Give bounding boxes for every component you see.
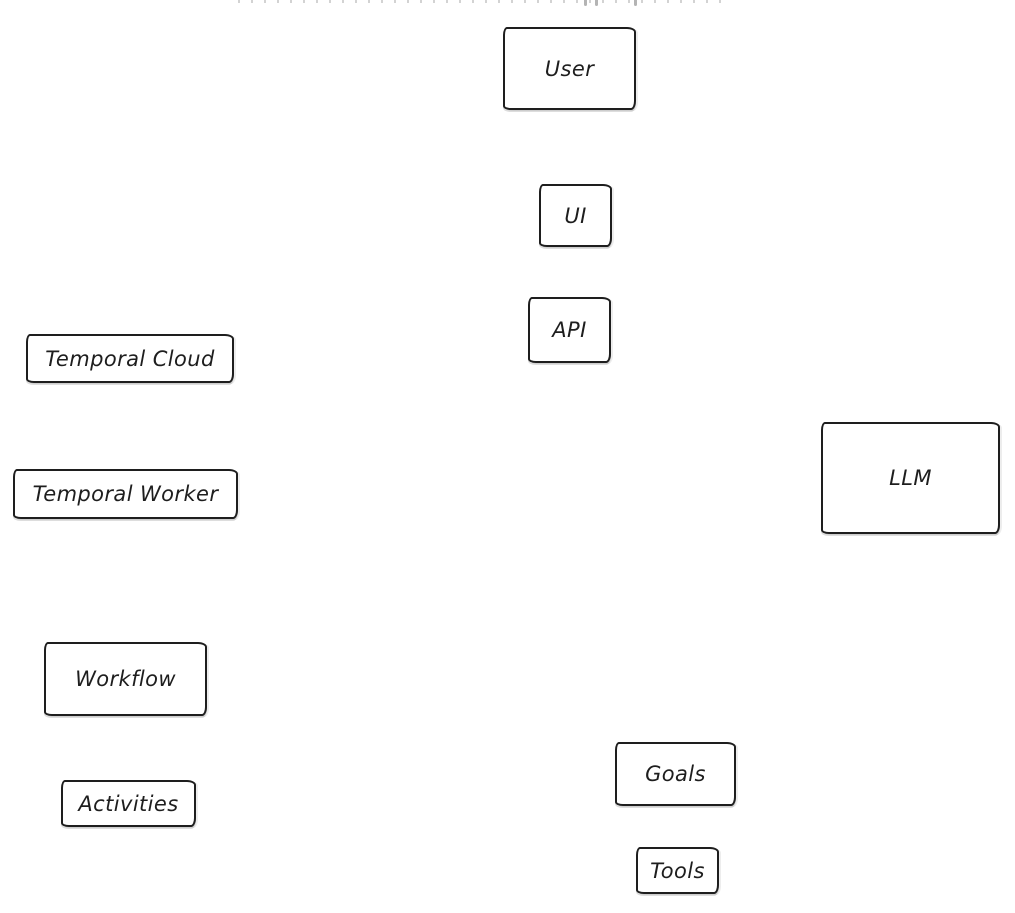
cropped-caption-descender (634, 0, 637, 6)
node-label-tools: Tools (650, 858, 705, 883)
diagram-node-api[interactable]: API (528, 297, 611, 363)
diagram-node-llm[interactable]: LLM (821, 422, 1000, 534)
cropped-caption-fragment (238, 0, 732, 3)
diagram-node-tools[interactable]: Tools (636, 847, 719, 894)
diagram-node-user[interactable]: User (503, 27, 636, 110)
diagram-node-temporal-cloud[interactable]: Temporal Cloud (26, 334, 234, 383)
node-label-llm: LLM (889, 466, 932, 490)
diagram-node-workflow[interactable]: Workflow (44, 642, 207, 716)
node-label-temporal-worker: Temporal Worker (32, 482, 219, 506)
cropped-caption-descender (584, 0, 587, 6)
diagram-node-goals[interactable]: Goals (615, 742, 736, 806)
node-label-goals: Goals (645, 762, 706, 786)
diagram-node-ui[interactable]: UI (539, 184, 612, 247)
node-label-workflow: Workflow (75, 667, 176, 691)
node-label-temporal-cloud: Temporal Cloud (45, 346, 215, 371)
node-label-user: User (544, 56, 595, 81)
node-label-activities: Activities (78, 791, 179, 816)
diagram-node-activities[interactable]: Activities (61, 780, 196, 827)
diagram-node-temporal-worker[interactable]: Temporal Worker (13, 469, 238, 519)
node-label-ui: UI (564, 203, 587, 228)
cropped-caption-descender (595, 0, 598, 6)
node-label-api: API (552, 318, 587, 342)
